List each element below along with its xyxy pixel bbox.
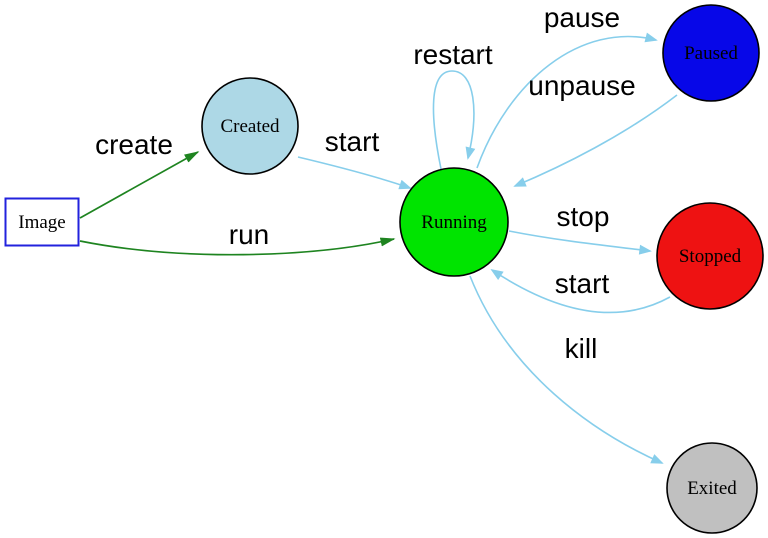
node-stopped: Stopped — [656, 202, 764, 310]
node-created-shape — [201, 77, 299, 175]
node-exited-label: Exited — [687, 478, 737, 499]
edge-pause-arrow — [476, 32, 658, 169]
edge-label-run: run — [229, 219, 269, 250]
edge-unpause-arrow — [513, 94, 678, 187]
node-exited-shape — [666, 442, 758, 534]
node-running-shape — [399, 167, 509, 277]
edge-run-arrow — [79, 237, 396, 256]
edge-kill-arrow — [469, 275, 664, 464]
edge-label-stop: stop — [557, 201, 610, 232]
edge-create-arrow — [79, 151, 200, 219]
edge-label-unpause: unpause — [528, 70, 635, 101]
edge-label-restart: restart — [413, 39, 493, 70]
node-created-label: Created — [220, 116, 280, 137]
node-paused-shape — [662, 4, 760, 102]
node-created: Created — [201, 77, 299, 175]
node-paused: Paused — [662, 4, 760, 102]
edge-label-start-created: start — [325, 126, 380, 157]
edge-start-stopped-arrow — [490, 268, 671, 314]
edge-restart-arrow — [432, 70, 476, 170]
node-running: Running — [399, 167, 509, 277]
edge-label-start-stopped: start — [555, 268, 610, 299]
edge-label-pause: pause — [544, 2, 620, 33]
node-exited: Exited — [666, 442, 758, 534]
node-stopped-shape — [656, 202, 764, 310]
edge-stop-arrow — [508, 230, 652, 255]
edge-label-kill: kill — [565, 333, 598, 364]
node-running-label: Running — [421, 212, 487, 233]
node-image-label: Image — [18, 212, 65, 233]
edge-start-created-arrow — [297, 156, 412, 190]
node-paused-label: Paused — [684, 43, 738, 64]
node-stopped-label: Stopped — [679, 246, 742, 267]
node-image-shape — [4, 197, 80, 247]
node-image: Image — [4, 197, 80, 247]
edge-label-create: create — [95, 129, 173, 160]
